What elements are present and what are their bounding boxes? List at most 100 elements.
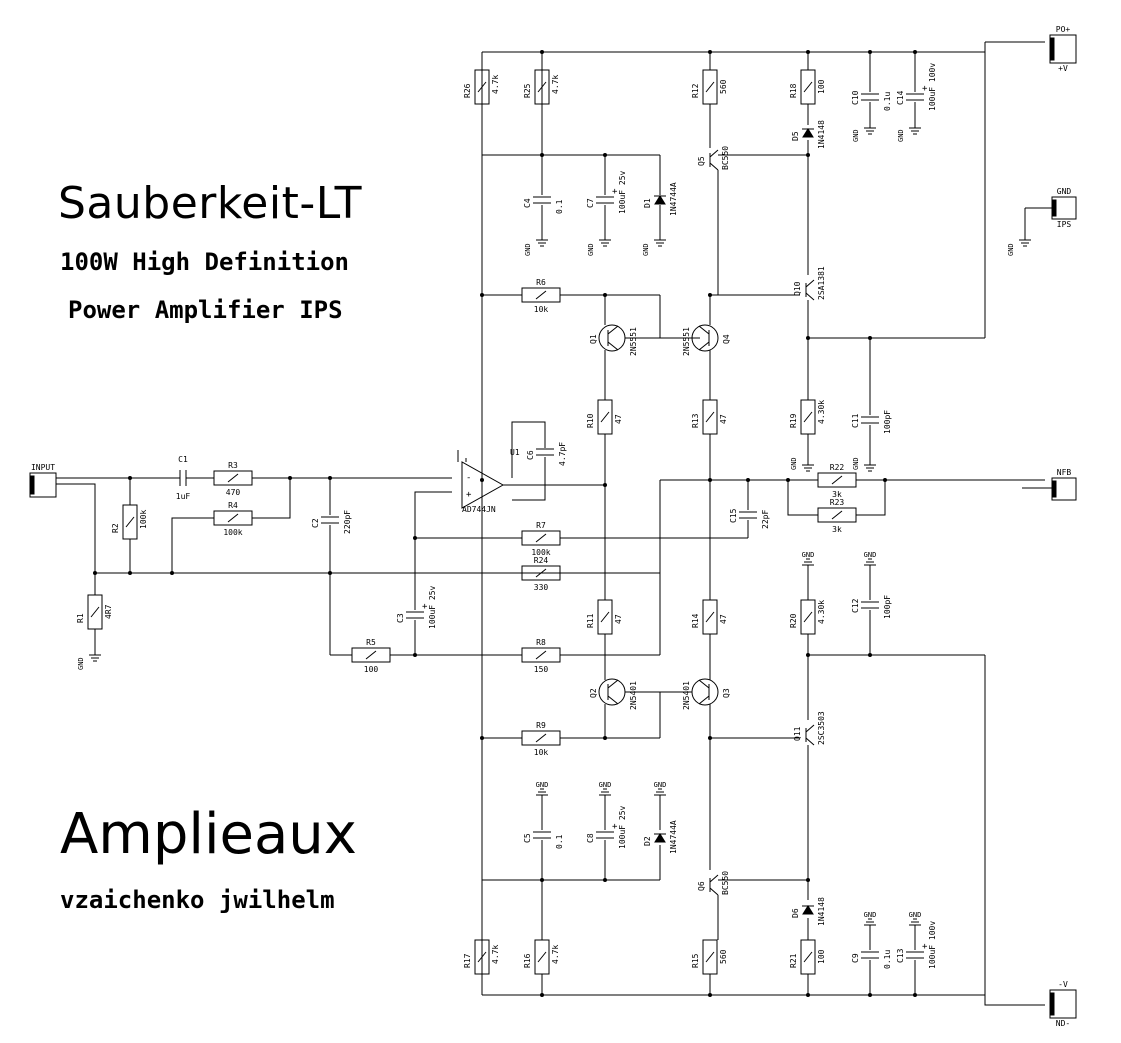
gnd-label: GND bbox=[654, 781, 667, 789]
gnd-icon: GND bbox=[909, 911, 922, 926]
diode-body bbox=[654, 833, 666, 843]
transistor-lead bbox=[709, 874, 719, 883]
resistor-ref: R2 bbox=[111, 523, 120, 533]
transistor-lead bbox=[607, 341, 619, 351]
capacitor-ref: C12 bbox=[851, 598, 860, 613]
transistor-lead bbox=[709, 887, 719, 896]
resistor-body bbox=[521, 530, 561, 546]
resistor-mark bbox=[600, 411, 610, 423]
resistor-ref: R11 bbox=[586, 613, 595, 628]
resistor-mark bbox=[537, 951, 547, 963]
resistor-ref: R10 bbox=[586, 413, 595, 428]
opamp-body bbox=[461, 461, 505, 509]
gnd-label: GND bbox=[77, 657, 85, 670]
authors: vzaichenko jwilhelm bbox=[60, 886, 335, 914]
connector-pin bbox=[1049, 37, 1055, 61]
wires bbox=[56, 41, 1052, 1006]
junction-dot bbox=[806, 153, 810, 157]
junction-dot bbox=[603, 153, 607, 157]
resistor-value: 3k bbox=[832, 525, 842, 534]
resistor-body bbox=[800, 399, 816, 435]
resistor-value: 47 bbox=[614, 614, 623, 624]
junction-dot bbox=[868, 993, 872, 997]
resistor-ref: R18 bbox=[789, 83, 798, 98]
wire bbox=[512, 457, 546, 501]
resistor-value: 470 bbox=[226, 488, 241, 497]
connector-pin bbox=[1051, 199, 1057, 217]
transistor-ref: Q6 bbox=[697, 881, 706, 891]
resistor-mark bbox=[535, 533, 547, 543]
resistor-mark bbox=[803, 411, 813, 423]
gnd-icon: GND bbox=[852, 127, 876, 142]
diode-ref: D2 bbox=[643, 836, 652, 846]
gnd-label: GND bbox=[1007, 243, 1015, 256]
resistor-ref: R14 bbox=[691, 613, 700, 628]
junction-dot bbox=[128, 476, 132, 480]
junction-dot bbox=[128, 571, 132, 575]
transistor-ref: Q3 bbox=[722, 688, 731, 698]
junction-dot bbox=[806, 336, 810, 340]
junction-dot bbox=[413, 536, 417, 540]
capacitor-value: 100uF 25v bbox=[428, 585, 437, 629]
connector-po: PO++V bbox=[1049, 25, 1077, 73]
capacitor-ref: C2 bbox=[311, 518, 320, 528]
junction-dot bbox=[708, 993, 712, 997]
resistor-body bbox=[351, 647, 391, 663]
capacitor-value: 100pF bbox=[883, 410, 892, 434]
resistor-ref: R24 bbox=[534, 556, 549, 565]
transistor-ref: Q4 bbox=[722, 334, 731, 344]
transistor-lead bbox=[709, 149, 719, 158]
resistor-mark bbox=[535, 650, 547, 660]
resistor-mark bbox=[227, 513, 239, 523]
resistor-mark bbox=[705, 951, 715, 963]
connector-pin bbox=[1049, 992, 1055, 1016]
subtitle-line-1: 100W High Definition bbox=[60, 248, 349, 276]
resistor-ref: R4 bbox=[228, 501, 238, 510]
gnd-icon: GND bbox=[654, 781, 667, 796]
capacitor-value: 220pF bbox=[343, 510, 352, 534]
gnd-label: GND bbox=[909, 911, 922, 919]
gnd-icon: GND bbox=[536, 781, 548, 796]
wire bbox=[787, 480, 818, 516]
gnd-label: GND bbox=[642, 243, 650, 256]
diode-body bbox=[802, 905, 814, 915]
resistor-ref: R9 bbox=[536, 721, 546, 730]
resistor-body bbox=[534, 939, 550, 975]
resistor-r11: R11 47 bbox=[586, 599, 623, 635]
resistor-value: 4R7 bbox=[104, 604, 113, 619]
opamp-ref: U1 bbox=[510, 448, 520, 457]
capacitor-value: 0.1u bbox=[883, 92, 892, 111]
transistor-value: 2N5401 bbox=[682, 681, 691, 710]
resistor-mark bbox=[477, 81, 487, 93]
wire bbox=[414, 491, 452, 610]
gnd-label: GND bbox=[864, 911, 877, 919]
resistor-body bbox=[702, 69, 718, 105]
transistor-body bbox=[691, 324, 719, 352]
gnd-label: GND bbox=[864, 551, 877, 559]
junction-dot bbox=[806, 878, 810, 882]
capacitor-ref: C5 bbox=[523, 833, 532, 843]
junction-dot bbox=[603, 736, 607, 740]
junction-dot bbox=[708, 293, 712, 297]
connector-sublabel: ND- bbox=[1056, 1019, 1070, 1028]
transistor-lead bbox=[698, 679, 710, 689]
opamp-plus: + bbox=[466, 490, 472, 500]
